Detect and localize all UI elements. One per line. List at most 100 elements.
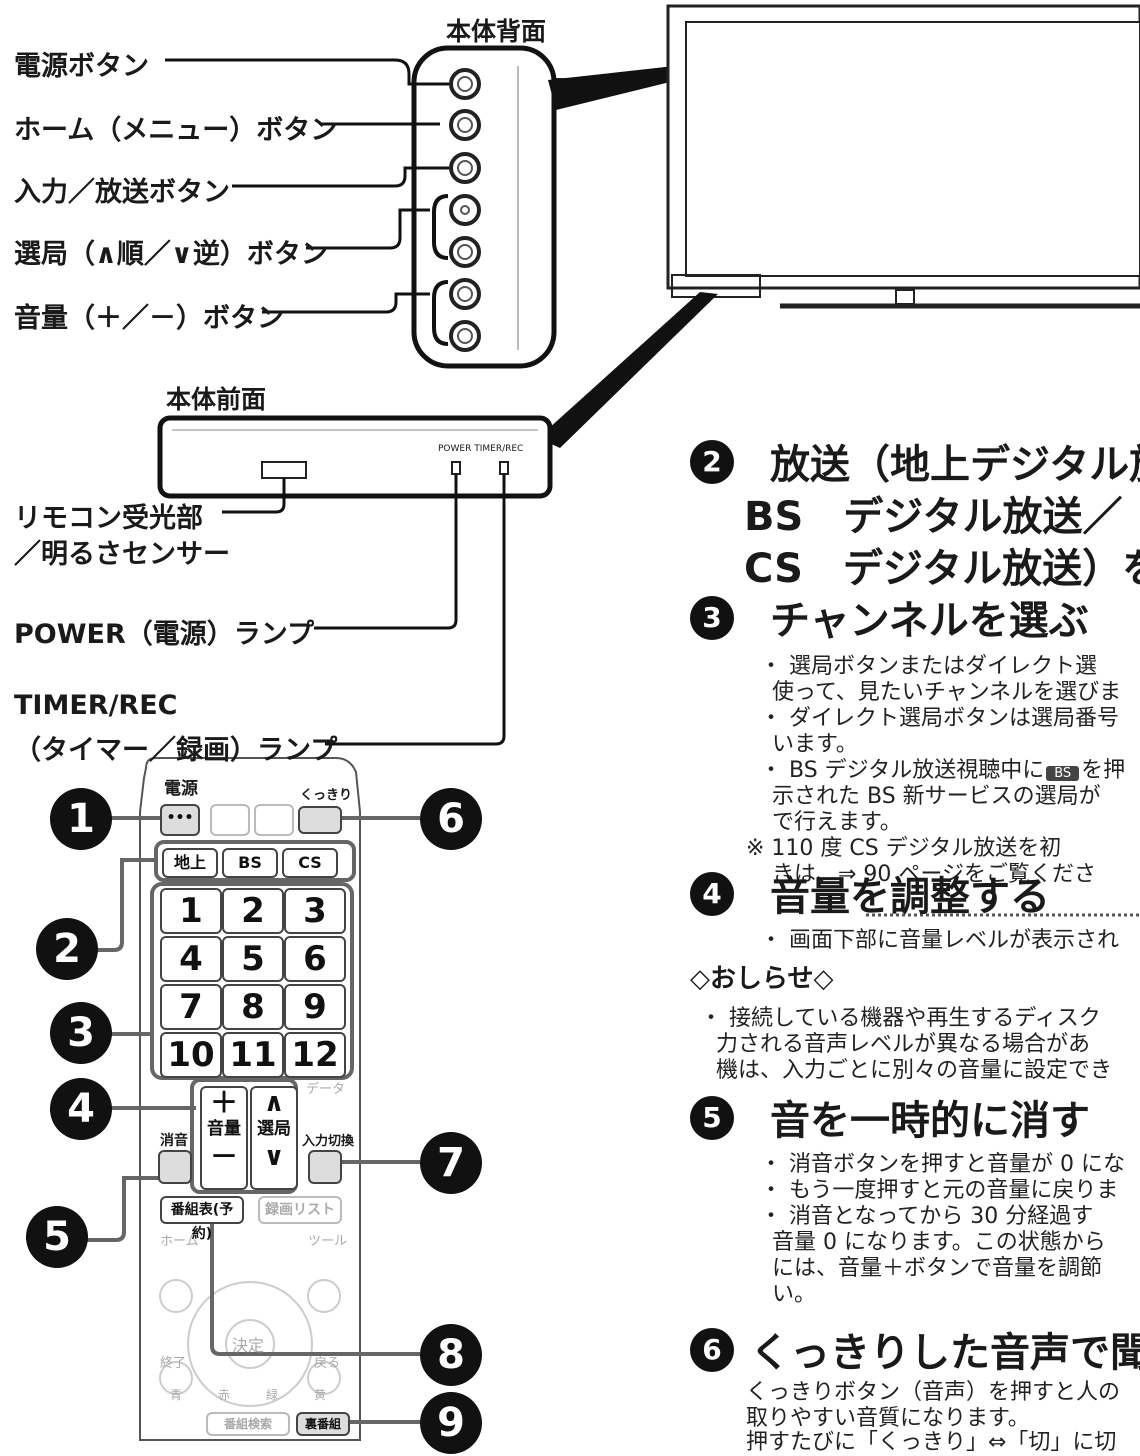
section-2-line1: 放送（地上デジタル放 [770, 442, 1140, 488]
notice-title: ◇おしらせ◇ [690, 964, 834, 994]
channel-down-icon: ∨ [263, 1142, 285, 1172]
section-6-line-2: 取りやすい音質になります。 [746, 1406, 1030, 1431]
volume-button-label: 音量（＋／－）ボタン [14, 303, 284, 334]
remote-mute-label: 消音 [160, 1133, 188, 1149]
section-3-note-a: ※ 110 度 CS デジタル放送を初 [746, 836, 1062, 861]
remote-input-button[interactable] [308, 1150, 342, 1184]
remote-mute-button[interactable] [158, 1150, 192, 1184]
remote-reclist-button[interactable]: 録画リスト [258, 1196, 342, 1224]
notice-line-3: 機は、入力ごとに別々の音量に設定でき [716, 1058, 1113, 1083]
section-5-bullet-1: ・ 消音ボタンを押すと音量が 0 にな [760, 1152, 1125, 1177]
remote-terrestrial-button[interactable]: 地上 [162, 848, 218, 878]
remote-info-button[interactable] [210, 804, 250, 836]
section-6-line-1: くっきりボタン（音声）を押すと人の [746, 1380, 1121, 1405]
callout-1: 1 [50, 788, 112, 850]
remote-num-7[interactable]: 7 [160, 984, 222, 1030]
channel-up-icon: ∧ [263, 1088, 285, 1118]
remote-channel-rocker[interactable]: ∧ 選局 ∨ [250, 1086, 298, 1190]
remote-power-button[interactable]: ••• [160, 804, 200, 836]
section-3-bullet-1a: ・ 選局ボタンまたはダイレクト選 [760, 654, 1097, 679]
callout-3: 3 [50, 1002, 112, 1064]
front-title: 本体前面 [166, 385, 267, 414]
section-3-number: 3 [690, 596, 734, 640]
remote-exit-label: 終了 [160, 1356, 187, 1371]
front-panel-text: POWER TIMER/REC [438, 444, 524, 454]
notice-line-2: 力される音声レベルが異なる場合があ [716, 1032, 1091, 1057]
section-4-title: 音量を調整する [770, 874, 1050, 920]
remote-tool-label: ツール [308, 1234, 348, 1249]
remote-ura-button[interactable]: 裏番組 [296, 1412, 350, 1436]
remote-color-green: 緑 [266, 1388, 279, 1402]
section-5-bullet-3b: 音量 0 になります。この状態から [772, 1230, 1106, 1255]
remote-volume-rocker[interactable]: ＋ 音量 － [200, 1086, 248, 1190]
remote-epg-button[interactable]: 番組表(予約) [160, 1196, 244, 1242]
remote-num-12[interactable]: 12 [284, 1032, 346, 1078]
remote-bs-button[interactable]: BS [222, 848, 278, 878]
remote-color-red: 赤 [218, 1388, 231, 1402]
remote-num-11[interactable]: 11 [222, 1032, 284, 1078]
input-button-label: 入力／放送ボタン [14, 177, 230, 208]
callout-9: 9 [420, 1392, 482, 1454]
section-2-number: 2 [690, 440, 734, 484]
bs-key-icon: BS [1046, 766, 1080, 781]
channel-label: 選局 [257, 1119, 291, 1139]
remote-num-9[interactable]: 9 [284, 984, 346, 1030]
bullet-3a-text-2: を押 [1081, 758, 1126, 783]
remote-num-4[interactable]: 4 [160, 936, 222, 982]
section-3-bullet-3c: で行えます。 [772, 810, 902, 835]
section-3-bullet-2b: います。 [772, 732, 858, 757]
remote-search-button[interactable]: 番組検索 [206, 1412, 290, 1436]
section-5-bullet-3d: い。 [772, 1282, 817, 1307]
power-lamp-label: POWER（電源）ランプ [14, 619, 314, 650]
remote-data-label: データ [306, 1082, 346, 1097]
section-3-note-b: きは、⇒ 90 ページをご覧くださ [772, 862, 1096, 887]
section-4-number: 4 [690, 872, 734, 916]
remote-num-6[interactable]: 6 [284, 936, 346, 982]
remote-num-1[interactable]: 1 [160, 888, 222, 934]
bullet-3a-text: ・ BS デジタル放送視聴中に [760, 758, 1045, 783]
remote-clock-button[interactable] [254, 804, 294, 836]
section-6-number: 6 [690, 1328, 734, 1372]
section-5-bullet-3c: には、音量＋ボタンで音量を調節 [772, 1256, 1103, 1281]
section-5-number: 5 [690, 1096, 734, 1140]
notice-line-1: ・ 接続している機器や再生するディスク [700, 1006, 1101, 1031]
section-5-bullet-2: ・ もう一度押すと元の音量に戻りま [760, 1178, 1119, 1203]
volume-plus-icon: ＋ [209, 1086, 238, 1119]
brightness-sensor-label: ／明るさセンサー [14, 539, 230, 570]
remote-cs-button[interactable]: CS [282, 848, 338, 878]
callout-4: 4 [50, 1078, 112, 1140]
timer-lamp-label-2: （タイマー／録画）ランプ [14, 735, 338, 766]
remote-kukkiri-button[interactable] [298, 806, 342, 834]
remote-num-8[interactable]: 8 [222, 984, 284, 1030]
section-3-title: チャンネルを選ぶ [770, 598, 1089, 644]
rear-title: 本体背面 [446, 17, 547, 46]
remote-color-yellow: 黄 [314, 1388, 327, 1402]
remote-num-5[interactable]: 5 [222, 936, 284, 982]
remote-home-label: ホーム [160, 1234, 199, 1249]
home-button-label: ホーム（メニュー）ボタン [14, 115, 338, 146]
remote-num-2[interactable]: 2 [222, 888, 284, 934]
callout-7: 7 [420, 1132, 482, 1194]
section-4-bullet-1: ・ 画面下部に音量レベルが表示され [760, 928, 1119, 953]
callout-5: 5 [26, 1206, 88, 1268]
section-2-line3: CS デジタル放送）を [744, 546, 1140, 592]
section-3-bullet-3b: 示された BS 新サービスの選局が [772, 784, 1101, 809]
callout-2: 2 [36, 918, 98, 980]
callout-6: 6 [420, 788, 482, 850]
remote-input-label: 入力切換 [302, 1134, 355, 1149]
section-5-bullet-3a: ・ 消音となってから 30 分経過す [760, 1204, 1094, 1229]
rear-panel [411, 45, 557, 369]
volume-label: 音量 [207, 1119, 241, 1139]
remote-num-3[interactable]: 3 [284, 888, 346, 934]
remote-back-label: 戻る [314, 1356, 341, 1371]
channel-button-label: 選局（∧順／∨逆）ボタン [14, 239, 328, 270]
section-3-bullet-2a: ・ ダイレクト選局ボタンは選局番号 [760, 706, 1119, 731]
power-button-label: 電源ボタン [14, 51, 149, 82]
remote-kukkiri-label: くっきり [300, 788, 353, 803]
section-5-title: 音を一時的に消す [770, 1098, 1090, 1144]
volume-minus-icon: － [209, 1140, 238, 1173]
remote-num-10[interactable]: 10 [160, 1032, 222, 1078]
remote-power-label: 電源 [164, 779, 198, 799]
remote-ok-label: 決定 [232, 1336, 265, 1355]
